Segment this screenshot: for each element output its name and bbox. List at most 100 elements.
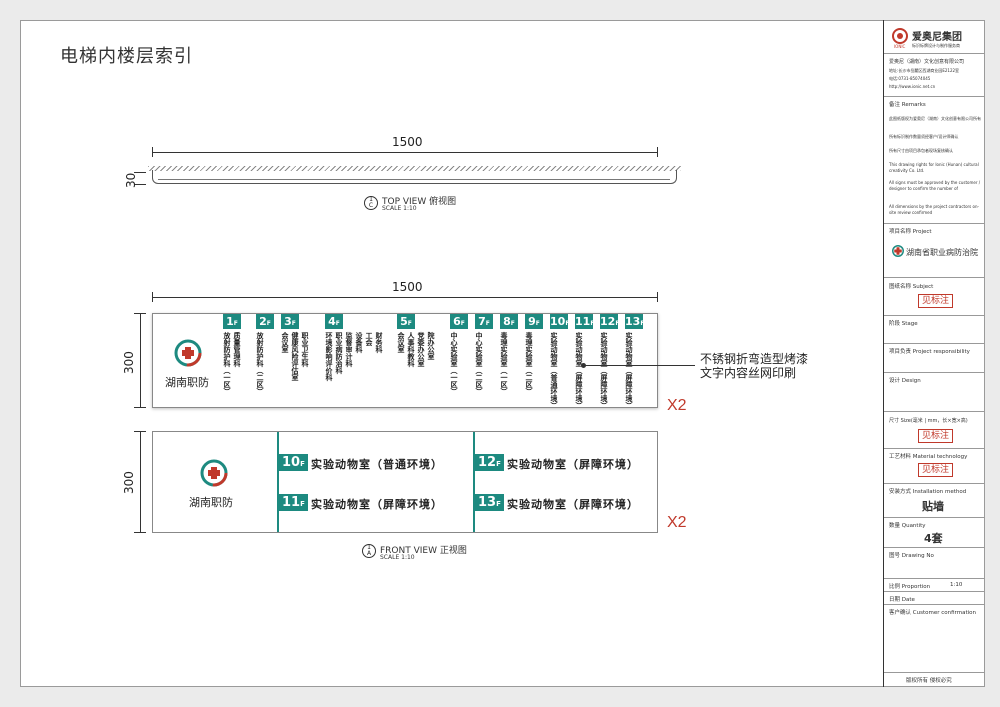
floor-badge-4: 4F bbox=[325, 314, 343, 329]
floor-dept-1-1: 放射防护科（一区） bbox=[223, 332, 231, 395]
remarks-cn-2: 所有标识制作数量须经客户/设计师确认 bbox=[889, 134, 959, 139]
responsibility-label: 项目负责 Project responsibility bbox=[889, 349, 970, 355]
note-line-2: 文字内容丝网印刷 bbox=[700, 366, 797, 380]
floor-dept-3-2: 会议室 bbox=[281, 332, 289, 353]
logo-text-2: 湖南职防 bbox=[189, 496, 233, 509]
size-label: 尺寸 Size(毫米 | mm，长×宽×高) bbox=[889, 418, 968, 424]
floor-col-9: 9F 毒理实验室（二区） bbox=[525, 314, 545, 395]
remarks-en-1: This drawing rights for Ionic (Hunan) cu… bbox=[889, 162, 979, 173]
top-depth-dim: 30 bbox=[124, 172, 138, 188]
floor-text-10: 实验动物室（普通环境） bbox=[311, 458, 443, 471]
floor-badge-2: 2F bbox=[256, 314, 274, 329]
floor-dept-5-3: 会议室 bbox=[397, 332, 405, 353]
floor-dept-5-2: 人事科教科 bbox=[407, 332, 415, 367]
remarks-en-3: All dimensions by the project contractor… bbox=[889, 204, 979, 215]
floor-badge-1: 1F bbox=[223, 314, 241, 329]
company-name: 爱奥尼集团 bbox=[912, 32, 962, 43]
hospital-logo-icon-2 bbox=[200, 459, 228, 487]
front-view-scale: SCALE 1:10 bbox=[380, 554, 415, 561]
floor-col-5: 5F 院办公室党委办公室人事科教科会议室 bbox=[397, 314, 435, 367]
company-web: http://www.ionic.net.cn bbox=[889, 84, 936, 89]
floor-badge-5: 5F bbox=[397, 314, 415, 329]
floor-dept-9-0: 毒理实验室（二区） bbox=[525, 332, 533, 395]
wall-hatch bbox=[148, 166, 681, 171]
floor-dept-12-0: 实验动物室（屏障环境） bbox=[600, 332, 608, 409]
floor-dept-4-5: 环境影响评价科 bbox=[325, 332, 333, 381]
design-label: 设计 Design bbox=[889, 378, 921, 384]
top-view-profile bbox=[152, 170, 677, 184]
top-width-dim: 1500 bbox=[392, 135, 423, 149]
page-title: 电梯内楼层索引 bbox=[60, 46, 193, 67]
floor-badge-11: 11F bbox=[279, 494, 308, 511]
copyright: 版权所有 侵权必究 bbox=[906, 678, 952, 684]
company-logo-icon bbox=[892, 28, 908, 44]
floor-dept-3-1: 健康风险评估室 bbox=[291, 332, 299, 381]
title-block: IONIC 爱奥尼集团 标识标牌设计与制作服务商 爱奥尼（湖南）文化创意有限公司… bbox=[883, 20, 985, 687]
material-stamp: 见标注 bbox=[918, 463, 954, 477]
floor-dept-6-0: 中心实验室（一区） bbox=[450, 332, 458, 395]
proportion-value: 1:10 bbox=[950, 582, 963, 588]
floor-dept-1-0: 质量管理科 bbox=[233, 332, 241, 367]
remarks-label: 备注 Remarks bbox=[889, 102, 926, 108]
h2-dim-line bbox=[140, 431, 141, 533]
remarks-cn-1: 此图纸版权为爱奥尼（湖南）文化创意有限公司所有 bbox=[889, 116, 981, 121]
install-label: 安装方式 Installation method bbox=[889, 489, 967, 495]
qty-label: 数量 Quantity bbox=[889, 523, 926, 529]
divider-left bbox=[277, 432, 279, 532]
install-value: 贴墙 bbox=[922, 500, 944, 513]
floor-badge-8: 8F bbox=[500, 314, 518, 329]
h1-dim-line bbox=[140, 313, 141, 408]
stage-label: 阶段 Stage bbox=[889, 321, 918, 327]
top-view-label: TOP VIEW 俯视图 bbox=[382, 197, 457, 207]
front-view-label: FRONT VIEW 正视图 bbox=[380, 546, 467, 556]
floor-col-12: 12F 实验动物室（屏障环境） bbox=[600, 314, 620, 409]
floor-dept-11-0: 实验动物室（屏障环境） bbox=[575, 332, 583, 409]
floor-dept-7-0: 中心实验室（二区） bbox=[475, 332, 483, 395]
note-line-1: 不锈钢折弯造型烤漆 bbox=[700, 352, 809, 366]
floor-badge-10: 10F bbox=[279, 454, 308, 471]
floor-badge-13: 13F bbox=[475, 494, 504, 511]
floor-col-6: 6F 中心实验室（一区） bbox=[450, 314, 470, 395]
qty-value: 4套 bbox=[924, 532, 943, 545]
floor-col-11: 11F 实验动物室（屏障环境） bbox=[575, 314, 595, 409]
floor-dept-3-0: 职业卫生科 bbox=[301, 332, 309, 367]
floor-dept-4-0: 财务科 bbox=[375, 332, 383, 353]
remarks-cn-3: 所有尺寸由项目承包者现场复核确认 bbox=[889, 148, 953, 153]
height-dim-1: 300 bbox=[122, 351, 136, 374]
top-width-dim-line bbox=[152, 152, 658, 153]
project-label: 项目名称 Project bbox=[889, 229, 932, 235]
height-dim-2: 300 bbox=[122, 471, 136, 494]
front-width-dim: 1500 bbox=[392, 280, 423, 294]
material-label: 工艺材料 Material technology bbox=[889, 454, 968, 460]
front-width-dim-line bbox=[152, 297, 658, 298]
floor-badge-7: 7F bbox=[475, 314, 493, 329]
floor-badge-3: 3F bbox=[281, 314, 299, 329]
size-stamp: 见标注 bbox=[918, 429, 954, 443]
floor-dept-4-3: 监督审计科 bbox=[345, 332, 353, 367]
leader-dot bbox=[581, 363, 586, 368]
floor-dept-5-1: 党委办公室 bbox=[417, 332, 425, 367]
top-view-inner bbox=[158, 172, 670, 180]
floor-dept-5-0: 院办公室 bbox=[427, 332, 435, 360]
qty-mark-2: X2 bbox=[667, 514, 687, 531]
floor-badge-9: 9F bbox=[525, 314, 543, 329]
floor-badge-12: 12F bbox=[600, 314, 620, 329]
floor-text-12: 实验动物室（屏障环境） bbox=[507, 458, 639, 471]
leader-line bbox=[583, 365, 695, 366]
floor-badge-10: 10F bbox=[550, 314, 570, 329]
top-view-scale: SCALE 1:10 bbox=[382, 205, 417, 212]
hospital-logo-icon bbox=[174, 339, 202, 367]
floor-badge-6: 6F bbox=[450, 314, 468, 329]
drawing-no-label: 图号 Drawing No bbox=[889, 553, 934, 559]
company-address: 地址:长沙市岳麓区西湖商业园E2122室 bbox=[889, 68, 960, 73]
floor-badge-11: 11F bbox=[575, 314, 595, 329]
project-logo-icon bbox=[892, 245, 904, 257]
